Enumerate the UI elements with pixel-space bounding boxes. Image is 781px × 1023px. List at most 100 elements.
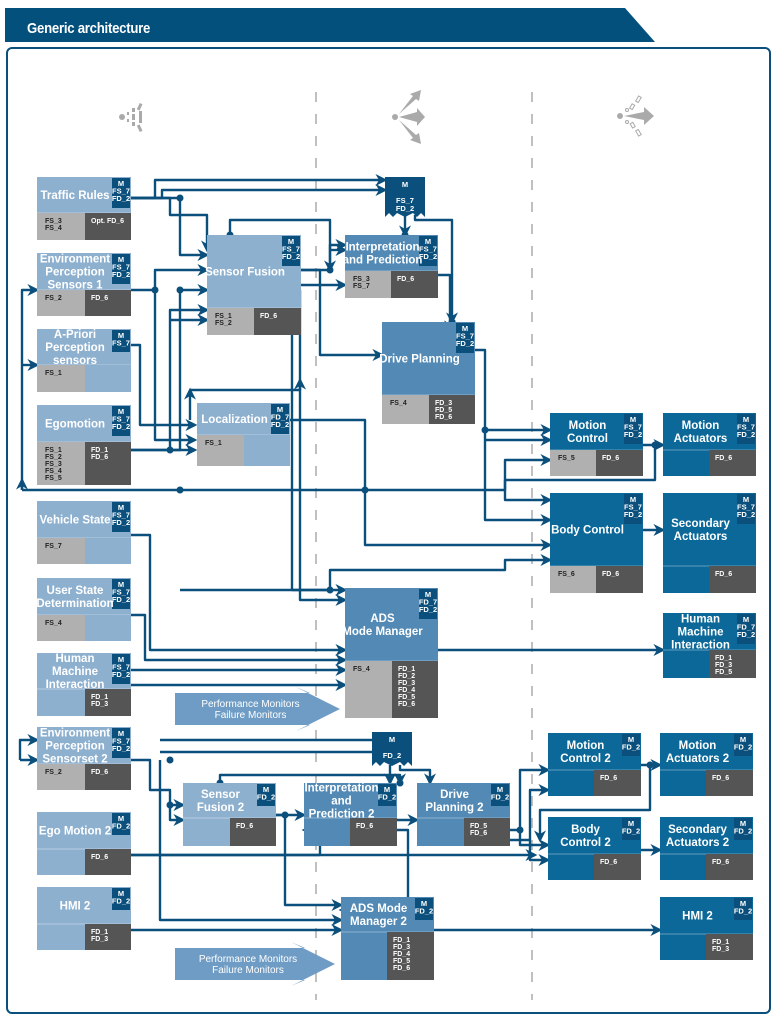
badge-label: M	[740, 735, 746, 744]
badge-box	[282, 236, 300, 266]
badge-label: FS_7	[456, 332, 474, 341]
connection-line	[510, 764, 551, 832]
fd-cell	[387, 932, 434, 980]
node-title: Motion	[682, 420, 720, 432]
badge-label: M	[743, 415, 749, 424]
fd-label: FD_6	[397, 276, 414, 283]
connection-line	[301, 239, 348, 272]
badge-box	[456, 323, 474, 353]
badge-label: FD_2	[737, 630, 755, 639]
node-title: Body	[571, 824, 600, 836]
fs-label: FS_3	[45, 461, 62, 468]
fd-label: FD_1	[712, 939, 729, 946]
fd-cell	[596, 566, 643, 593]
node-title: Interpretation	[304, 783, 378, 795]
badge-label: FD_2	[737, 430, 755, 439]
connection-line	[131, 284, 210, 452]
badge-label: M	[462, 324, 468, 333]
badge-label: M	[421, 899, 427, 908]
junction-dot	[396, 779, 404, 787]
fd-cell	[709, 450, 756, 476]
badge-label: FS_7	[112, 588, 130, 597]
connection-line	[413, 215, 458, 325]
fs-label: FS_5	[558, 455, 575, 462]
junction-dot	[481, 426, 489, 434]
hub-shape	[385, 177, 425, 217]
node-egomotion[interactable]: FS_1FS_2FS_3FS_4FS_5FD_1FD_6MFS_7FD_2Ego…	[37, 405, 131, 485]
fd-label: FD_3	[91, 936, 108, 943]
fd-label: FD_6	[356, 823, 373, 830]
connection-line	[131, 533, 348, 656]
fs-cell	[37, 764, 85, 790]
fs-label: FS_4	[45, 225, 62, 232]
fd-label: FD_6	[260, 313, 277, 320]
connection-line	[22, 454, 553, 492]
fd-label: FD_1	[91, 694, 108, 701]
connection-line	[438, 273, 456, 333]
badge-box	[112, 502, 130, 532]
junction-dot	[651, 441, 659, 449]
fs-label: FS_2	[215, 320, 232, 327]
badge-label: M	[118, 889, 124, 898]
node-title: Body Control	[551, 525, 624, 537]
fd-cell	[85, 538, 131, 564]
fd-cell	[429, 395, 475, 424]
header-banner: Generic architecture	[5, 8, 655, 42]
junction-dot	[166, 801, 174, 809]
fs-cell	[197, 435, 244, 466]
connection-line	[131, 288, 198, 446]
badge-label: M	[118, 655, 124, 664]
junction-dot	[151, 286, 159, 294]
node-title: Manager 2	[350, 916, 407, 928]
monitor-hub-1[interactable]: MFS_7FD_2	[385, 177, 425, 217]
connection-line	[180, 554, 553, 592]
monitor-hub-2[interactable]: MFD_2	[372, 732, 412, 766]
node-title: Ego Motion 2	[39, 826, 111, 838]
badge-label: M	[628, 735, 634, 744]
connection-line	[398, 765, 436, 786]
badge-label: M	[118, 814, 124, 823]
fd-cell	[709, 650, 756, 678]
fd-cell	[85, 365, 131, 392]
junction-dot	[176, 286, 184, 294]
badge-label: M	[743, 615, 749, 624]
junction-dot	[281, 811, 289, 819]
fd-cell	[85, 615, 131, 641]
fd-label: FD_6	[715, 455, 732, 462]
node-title: Mode Manager	[342, 626, 423, 638]
node-title: Human	[681, 614, 720, 626]
badge-box	[257, 784, 275, 806]
fd-cell	[85, 689, 131, 716]
connection-line	[534, 765, 652, 843]
node-hmi-out[interactable]: FD_1FD_3FD_5MFD_7FD_2HumanMachineInterac…	[663, 613, 756, 678]
badge-label: M	[277, 405, 283, 414]
